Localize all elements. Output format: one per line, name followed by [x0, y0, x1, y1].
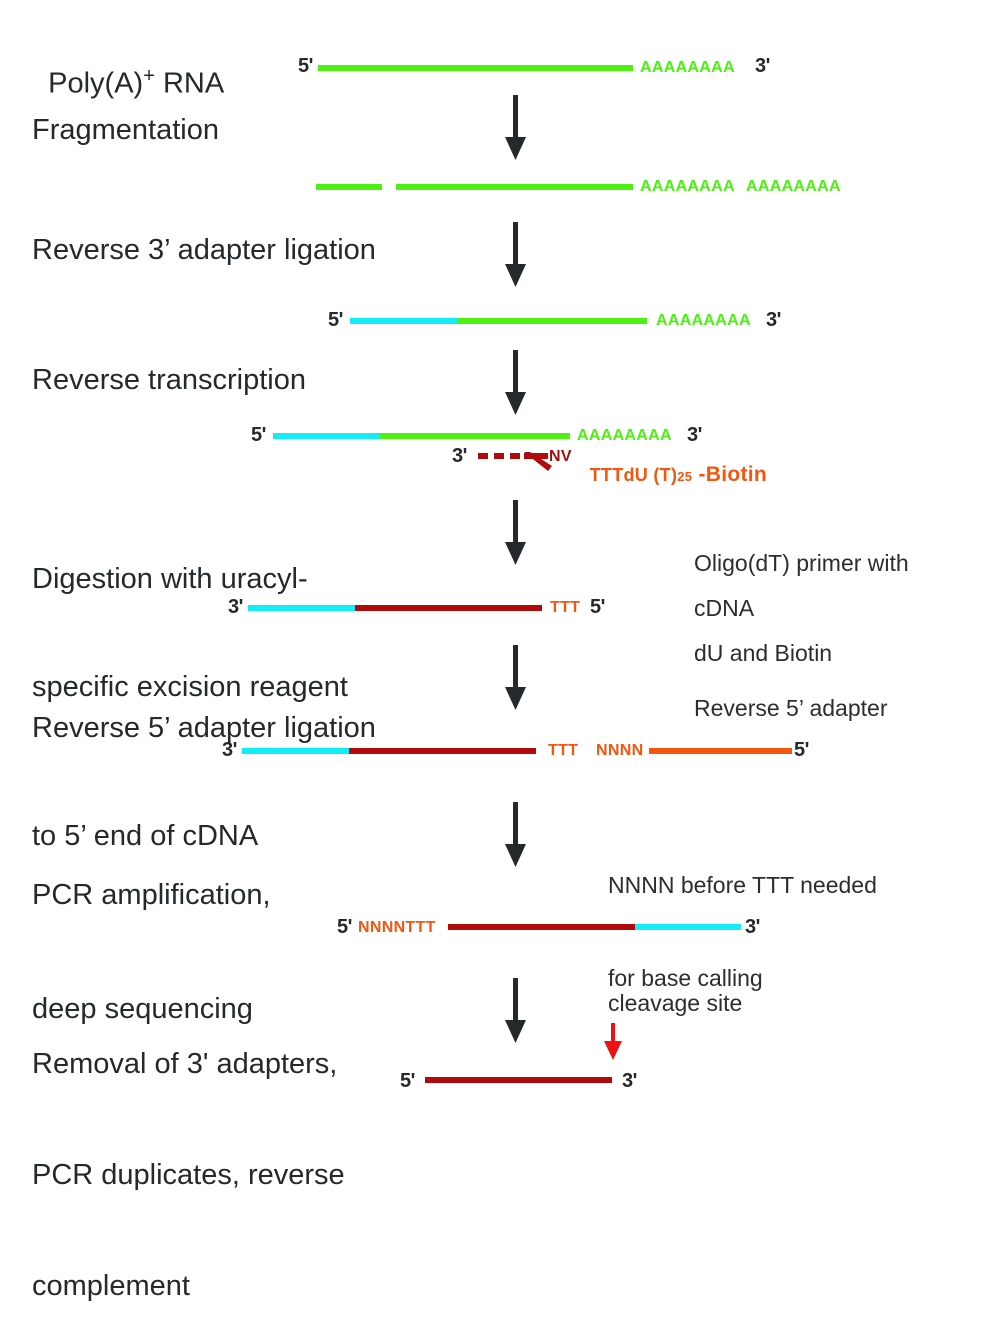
- step-label-polyA-rna: Poly(A)+ RNA: [32, 22, 224, 102]
- pcr-cdna-segment: [448, 924, 636, 930]
- pcr-adapter-segment: [635, 924, 741, 930]
- process-arrows: [478, 95, 622, 1060]
- fragment-tail-2: AAAAAAAA: [746, 178, 841, 195]
- note-oligo-primer: Oligo(dT) primer with dU and Biotin: [694, 488, 909, 698]
- polyA-plus: +: [143, 65, 155, 87]
- digestion-line2: specific excision reagent: [32, 671, 348, 703]
- note-nnnn: NNNN before TTT needed for base calling: [608, 808, 877, 1025]
- ligation-line2: to 5’ end of cDNA: [32, 820, 259, 852]
- digestion-line1: Digestion with uracyl-: [32, 563, 308, 595]
- polyA-tail: AAAAAAAA: [640, 59, 735, 76]
- ligated-cdna-adapter-segment: [242, 748, 350, 754]
- rt-template-5prime: 5': [251, 424, 266, 446]
- pcr-5prime: 5': [337, 916, 352, 938]
- ligated-3prime: 3': [766, 309, 781, 331]
- pcr-prefix: NNNNTTT: [358, 919, 436, 936]
- ligated-5prime: 5': [328, 309, 343, 331]
- process-arrow-icon: [505, 350, 526, 415]
- cdna-adapter-segment: [248, 605, 356, 611]
- rt-primer-line: [478, 452, 552, 471]
- final-3prime: 3': [622, 1070, 637, 1092]
- fragment-tail-1: AAAAAAAA: [640, 178, 735, 195]
- step-label-3-adapter-ligation: Reverse 3’ adapter ligation: [32, 234, 376, 266]
- note-cleavage-site: cleavage site: [608, 990, 743, 1016]
- ligated-cdna-segment: [349, 748, 536, 754]
- removal-line3: complement: [32, 1270, 190, 1302]
- rna-fragment-short: [316, 184, 382, 190]
- cleavage-arrow-icon: [604, 1023, 622, 1060]
- process-arrow-icon: [505, 645, 526, 710]
- rt-template-tail: AAAAAAAA: [577, 427, 672, 444]
- primer-hook-icon: [524, 452, 552, 471]
- ligation-line1: Reverse 5’ adapter ligation: [32, 712, 376, 744]
- step-label-reverse-transcription: Reverse transcription: [32, 364, 306, 396]
- step-label-digestion: Digestion with uracyl- specific excision…: [32, 489, 348, 741]
- pcr-line1: PCR amplification,: [32, 879, 271, 911]
- ligated-cdna-3prime: 3': [222, 739, 237, 761]
- note-nnnn-line1: NNNN before TTT needed: [608, 872, 877, 898]
- rt-primer-nv: NV: [549, 448, 572, 465]
- process-arrow-icon: [505, 95, 526, 160]
- step-label-5-adapter-ligation: Reverse 5’ adapter ligation to 5’ end of…: [32, 638, 376, 890]
- step-label-pcr: PCR amplification, deep sequencing: [32, 800, 271, 1066]
- process-arrow-icon: [505, 222, 526, 287]
- ligated-tail: AAAAAAAA: [656, 312, 751, 329]
- ligated-cdna-nnnn: NNNN: [596, 742, 644, 759]
- primer-subscript: 25: [677, 469, 693, 484]
- process-arrow-icon: [505, 802, 526, 867]
- rna-fragment-long: [396, 184, 633, 190]
- 5-adapter-segment: [649, 748, 792, 754]
- note-nnnn-line2: for base calling: [608, 965, 763, 991]
- ligated-cdna-ttt: TTT: [548, 742, 579, 759]
- note-reverse-5-adapter: Reverse 5’ adapter: [694, 695, 888, 721]
- primer-biotin: -Biotin: [692, 463, 768, 486]
- final-5prime: 5': [400, 1070, 415, 1092]
- polyA-3prime: 3': [755, 55, 770, 77]
- polyA-text: Poly(A): [48, 67, 144, 100]
- pcr-line2: deep sequencing: [32, 993, 253, 1025]
- pcr-3prime: 3': [745, 916, 760, 938]
- removal-line2: PCR duplicates, reverse: [32, 1159, 345, 1191]
- rna-text: RNA: [154, 67, 225, 100]
- cdna-segment: [355, 605, 542, 611]
- cdna-ttt: TTT: [550, 599, 581, 616]
- rt-primer-3prime: 3': [452, 445, 467, 467]
- rna-strand: [318, 65, 633, 71]
- cdna-3prime: 3': [228, 596, 243, 618]
- polyA-5prime: 5': [298, 55, 313, 77]
- rt-rna-segment: [379, 433, 570, 439]
- note-oligo-line1: Oligo(dT) primer with: [694, 550, 909, 576]
- primer-oligo: TTTdU (T): [589, 465, 678, 485]
- rt-adapter-segment: [273, 433, 380, 439]
- removal-line1: Removal of 3' adapters,: [32, 1048, 338, 1080]
- step-label-fragmentation: Fragmentation: [32, 114, 219, 146]
- note-cdna: cDNA: [694, 595, 755, 621]
- final-read-segment: [425, 1077, 612, 1083]
- 3-adapter-segment: [350, 318, 458, 324]
- note-oligo-line2: dU and Biotin: [694, 640, 833, 666]
- cdna-5prime: 5': [590, 596, 605, 618]
- ligated-cdna-5prime: 5': [794, 739, 809, 761]
- rt-template-3prime: 3': [687, 424, 702, 446]
- rt-primer-sequence: TTTdU (T)25 -Biotin: [579, 445, 767, 487]
- process-arrow-icon: [505, 500, 526, 565]
- rna-segment: [457, 318, 647, 324]
- process-arrow-icon: [505, 978, 526, 1043]
